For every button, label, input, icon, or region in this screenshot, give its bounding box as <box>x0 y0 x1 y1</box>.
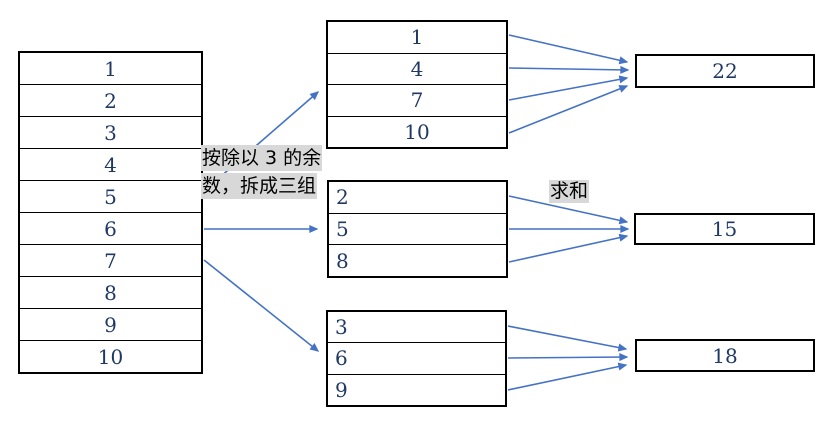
arrow-g1r2-to-sum <box>508 65 630 74</box>
table-row: 7 <box>328 84 506 116</box>
arrow-g3r1-to-sum <box>507 325 628 352</box>
cell-value: 9 <box>335 377 348 402</box>
table-row: 4 <box>328 52 506 85</box>
cell-value: 1 <box>410 25 424 50</box>
sum-label: 求和 <box>549 180 590 203</box>
cell-value: 7 <box>104 248 117 273</box>
table-row: 10 <box>328 115 506 148</box>
table-row: 3 <box>328 312 505 342</box>
split-rule-line1: 按除以 3 的余 <box>201 145 323 171</box>
table-row: 3 <box>20 116 201 148</box>
cell-value: 2 <box>104 88 117 113</box>
cell-value: 5 <box>336 217 349 241</box>
cell-value: 3 <box>335 315 348 340</box>
cell-value: 3 <box>104 120 117 145</box>
arrow-g3r3-to-sum <box>507 362 628 391</box>
split-rule-label: 按除以 3 的余 数，拆成三组 <box>201 145 323 199</box>
arrow-g2r1-to-sum <box>508 195 629 225</box>
cell-value: 2 <box>336 185 349 210</box>
cell-value: 8 <box>336 248 349 273</box>
arrow-g3r2-to-sum <box>507 353 629 362</box>
table-row: 7 <box>20 244 201 276</box>
cell-value: 7 <box>410 88 424 113</box>
table-row: 9 <box>328 373 505 405</box>
cell-value: 5 <box>104 184 117 209</box>
sum-label-text: 求和 <box>549 180 590 203</box>
table-row: 10 <box>20 340 201 372</box>
sum-value: 18 <box>712 343 738 368</box>
cell-value: 6 <box>104 216 117 241</box>
cell-value: 4 <box>410 56 424 81</box>
table-row: 4 <box>20 148 201 180</box>
cell-value: 10 <box>404 119 430 144</box>
table-row: 6 <box>328 342 505 373</box>
arrow-g1r3-to-sum <box>508 75 629 101</box>
group2-table: 2 5 8 <box>327 180 508 278</box>
cell-value: 8 <box>104 280 117 305</box>
sum-value: 15 <box>711 217 738 241</box>
cell-value: 1 <box>104 56 117 81</box>
arrow-split-to-group3 <box>203 259 320 352</box>
split-rule-line2: 数，拆成三组 <box>201 173 318 199</box>
table-row: 1 <box>328 22 506 53</box>
sum-box-group2: 15 <box>634 213 815 245</box>
arrow-g2r3-to-sum <box>508 233 629 263</box>
arrow-g1r4-to-sum <box>508 85 629 134</box>
table-row: 9 <box>20 308 201 340</box>
table-row: 6 <box>20 212 201 244</box>
sum-box-group3: 18 <box>635 339 815 372</box>
cell-value: 9 <box>104 312 117 337</box>
table-row: 2 <box>329 182 506 213</box>
cell-value: 4 <box>104 152 117 177</box>
table-row: 1 <box>20 53 201 84</box>
group3-table: 3 6 9 <box>326 310 507 407</box>
cell-value: 10 <box>97 344 124 369</box>
sum-value: 22 <box>712 59 738 83</box>
table-row: 8 <box>329 244 506 276</box>
table-row: 8 <box>20 276 201 308</box>
group1-table: 1 4 7 10 <box>326 20 508 149</box>
arrow-g1r1-to-sum <box>508 34 629 65</box>
table-row: 5 <box>329 212 506 245</box>
source-table: 1 2 3 4 5 6 7 8 9 10 <box>18 51 203 374</box>
table-row: 2 <box>20 84 201 116</box>
sum-box-group1: 22 <box>635 54 815 88</box>
table-row: 5 <box>20 180 201 212</box>
cell-value: 6 <box>335 346 348 371</box>
